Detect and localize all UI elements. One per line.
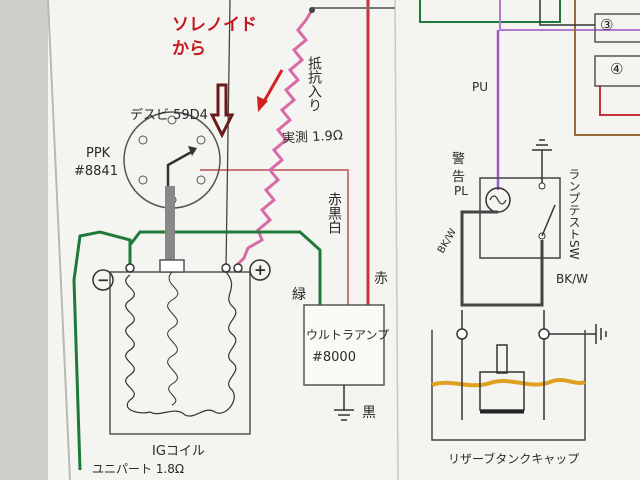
numbered-box-4 (594, 55, 640, 87)
brown-wire (574, 0, 640, 136)
pickup-label-1: PPK (86, 146, 111, 161)
box-number-4: ④ (610, 60, 624, 78)
sensor-terminal-left (456, 328, 468, 340)
float-stem (496, 344, 508, 374)
dist-post-1 (167, 115, 177, 125)
black-wire-box3 (539, 0, 595, 26)
dist-post-3 (138, 175, 148, 185)
red-arrow-icon (260, 69, 284, 106)
warning-label-2: 告 (452, 170, 466, 185)
red-arrow-head-icon (257, 96, 268, 112)
resistor-wire-end (309, 7, 315, 13)
background-left (0, 0, 48, 480)
pink-resistor-wire (234, 9, 314, 268)
annotation-line2: から (172, 39, 206, 59)
coil-minus-sign: − (97, 271, 110, 289)
minus-symbol-circle (92, 269, 114, 291)
dist-post-2 (138, 135, 148, 145)
coil-winding-primary (125, 271, 237, 417)
rotor-arm-icon (166, 148, 196, 186)
coil-terminal-minus (125, 263, 135, 273)
resistor-wire-label: 抵抗入り (306, 56, 322, 112)
ignition-coil-spec: ユニパート 1.8Ω (92, 462, 185, 476)
pickup-label-2: #8841 (74, 164, 118, 179)
distributor-shaft (165, 186, 175, 261)
distributor-label: デスビ 59D4 (130, 108, 208, 123)
ignition-coil-label: IGコイル (152, 444, 205, 459)
down-arrow-icon (209, 83, 235, 139)
sensor-terminal-right (538, 328, 550, 340)
rotor-arrow-icon (188, 146, 197, 156)
warning-label-3: PL (454, 184, 468, 198)
green-wire-amp (128, 230, 322, 305)
coil-winding-secondary (167, 271, 179, 406)
lamp-test-switch-label: ランプテストSW (567, 168, 581, 260)
top-purple-wire (499, 0, 640, 31)
wire-label-bkw-right: BK/W (556, 272, 589, 286)
wire-label-red: 赤 (374, 271, 388, 287)
warning-label-1: 警 (452, 152, 466, 167)
float-body (479, 371, 525, 411)
coil-plus-sign: + (254, 261, 267, 279)
solenoid-wire (225, 0, 231, 269)
wire-label-green: 緑 (292, 287, 306, 303)
paper-fold (394, 0, 399, 480)
ultra-amp-box (303, 304, 385, 386)
red-black-white-wire (200, 169, 349, 305)
lamp-filament (489, 195, 507, 205)
coil-terminal-plus (221, 263, 231, 273)
coil-terminal-plus-2 (233, 263, 243, 273)
plus-symbol-circle (249, 259, 271, 281)
red-wire-box4 (599, 85, 640, 116)
numbered-box-3 (594, 13, 640, 43)
dist-post-5 (196, 175, 206, 185)
amp-label-1: ウルトラアンプ (306, 328, 390, 342)
lamp-switch-panel (479, 177, 561, 259)
box-number-3: ③ (600, 16, 614, 34)
annotation-line1: ソレノイド (172, 15, 257, 35)
amp-label-2: #8000 (312, 350, 356, 365)
switch-terminal-top (538, 182, 546, 190)
reservoir-cap-label: リザーブタンクキャップ (448, 452, 580, 466)
resistor-measure-label: 実測 1.9Ω (281, 128, 344, 147)
dist-post-6 (196, 135, 206, 145)
paper-edge (47, 0, 71, 480)
lamp-test-switch-icon (541, 204, 556, 237)
wire-label-pu: PU (472, 80, 489, 94)
top-green-wire (419, 0, 561, 23)
wire-label-red-black-white: 赤黒白 (326, 192, 342, 234)
coil-tower (159, 259, 185, 273)
paper-sheet (40, 0, 640, 480)
wire-label-black: 黒 (362, 405, 376, 421)
bk-w-wire (460, 210, 544, 307)
